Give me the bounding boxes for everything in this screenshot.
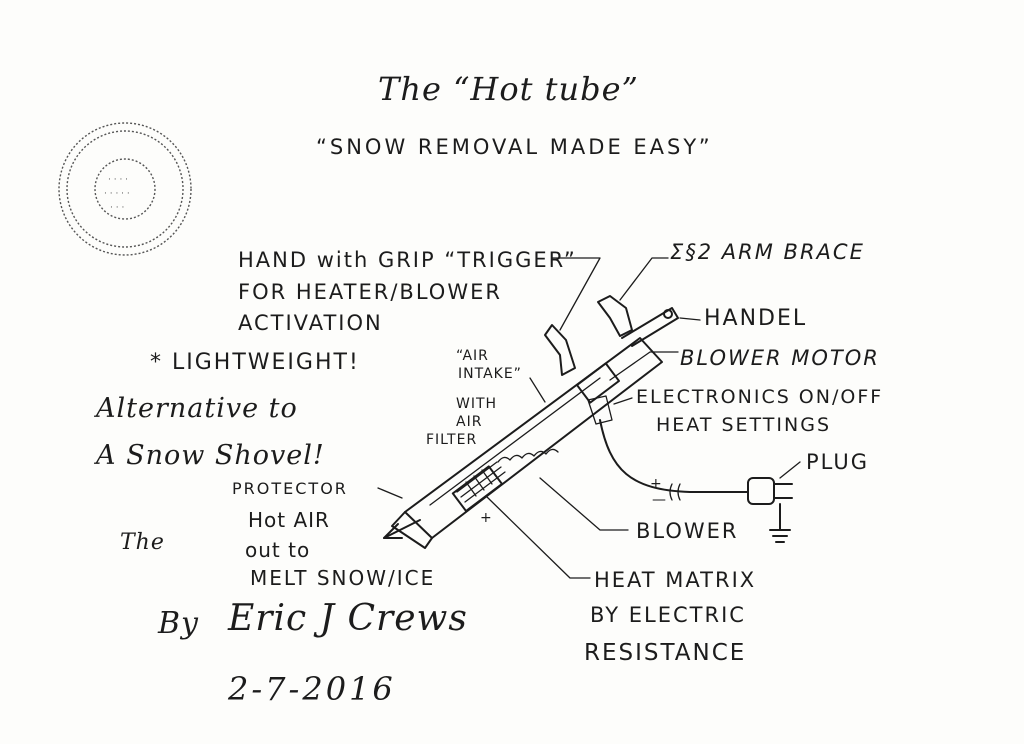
notary-seal: · · · · · · · · · · · · [58,122,192,256]
cord-minus-sign: — [652,492,666,508]
arm-brace [597,295,633,337]
label-hot-air-line2: out to [245,538,311,562]
cord-capacitor [669,483,681,501]
label-air-intake-line1: “AIR [456,348,489,364]
leader-heat-matrix [485,495,591,579]
electronics-box [587,395,613,425]
svg-text:· · ·: · · · [110,203,124,213]
signature-by: By [158,606,199,641]
label-electronics-line1: ELECTRONICS ON/OFF [636,386,884,408]
label-heat-matrix-line2: BY ELECTRIC [590,603,746,627]
leader-protector [377,487,403,499]
heat-matrix-box [451,465,503,513]
leader-arm-brace [619,257,669,301]
signature-name: Eric J Crews [228,598,468,639]
label-lightweight: * LIGHTWEIGHT! [150,350,360,375]
leader-blower [539,477,629,531]
label-electronics-line2: HEAT SETTINGS [656,414,832,436]
matrix-plus-sign: + [480,510,492,526]
leader-handel [679,317,701,321]
cord-plus-sign: + [650,476,662,492]
svg-text:· · · ·: · · · · [108,175,128,185]
nozzle-protector [391,511,433,549]
label-air-intake-line4: AIR [456,414,483,430]
tube-inner-line [429,377,601,506]
blower-motor-box [576,362,620,404]
heat-matrix-grid [456,461,506,503]
label-arm-brace: Σ§2 ARM BRACE [670,240,865,264]
label-blower-motor: BLOWER MOTOR [680,346,880,370]
label-heat-matrix-line3: RESISTANCE [584,640,747,666]
page-subtitle: “SNOW REMOVAL MADE EASY” [316,135,713,159]
handle-bar [621,307,679,347]
label-handel: HANDEL [704,306,808,331]
label-hot-air-line1: Hot AIR [248,508,330,532]
hot-air-arrow [383,519,421,539]
label-air-intake-line3: WITH [456,396,498,412]
page-title: The “Hot tube” [378,70,639,108]
plug-prongs [773,483,793,499]
handle-bolt [663,309,673,319]
leader-air-intake [529,377,546,403]
leader-plug [779,461,801,479]
label-hot-air-line3: MELT SNOW/ICE [250,566,436,590]
label-alternative-line2: A Snow Shovel! [96,440,325,471]
label-air-intake-line2: INTAKE” [458,366,522,382]
signature-date: 2-7-2016 [228,670,396,708]
label-air-intake-line5: FILTER [426,432,478,448]
leader-electronics [613,397,633,405]
power-cord [599,419,749,493]
label-plug: PLUG [806,450,869,474]
label-heat-matrix-line1: HEAT MATRIX [594,568,757,592]
leader-blower-motor [609,351,679,381]
trigger-grip [544,324,576,376]
svg-text:· · · · ·: · · · · · [104,189,130,199]
plug-body [747,477,775,505]
ground-symbol [769,529,791,543]
label-the-side: The [120,530,165,555]
leader-trigger [551,257,601,331]
label-hand-grip-line2: FOR HEATER/BLOWER [238,280,502,304]
blower-coil [497,448,559,463]
label-alternative-line1: Alternative to [96,393,298,424]
label-protector: PROTECTOR [232,479,348,498]
tube-outline [404,337,663,539]
label-hand-grip-line3: ACTIVATION [238,311,383,335]
hot-air-arrowhead [383,523,403,539]
label-hand-grip-line1: HAND with GRIP “TRIGGER” [238,248,577,272]
label-blower: BLOWER [636,519,739,543]
